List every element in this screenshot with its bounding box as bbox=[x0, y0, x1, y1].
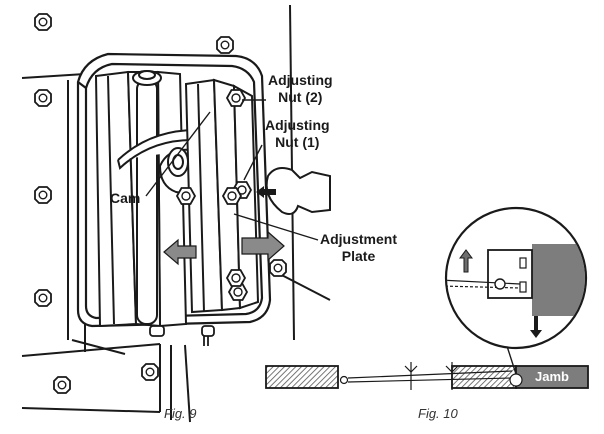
label-adjusting-nut-2-line2: Nut (2) bbox=[278, 89, 323, 105]
label-cam: Cam bbox=[110, 190, 141, 206]
label-adjusting-nut-1: Adjusting Nut (1) bbox=[265, 117, 330, 151]
arrow-down-icon bbox=[530, 316, 542, 338]
magnifier-callout bbox=[444, 206, 588, 375]
bolt-icon bbox=[34, 13, 52, 31]
gray-arrow-left-icon bbox=[163, 238, 197, 266]
bolt-icon bbox=[53, 376, 71, 394]
bolt-icon bbox=[141, 363, 159, 381]
fig10-drawing bbox=[265, 206, 589, 390]
bolt-icon bbox=[34, 89, 52, 107]
label-adjusting-nut-2-line1: Adjusting bbox=[268, 72, 333, 88]
label-adjustment-plate-line1: Adjustment bbox=[320, 231, 397, 247]
black-arrow-icon bbox=[256, 186, 276, 198]
label-adjusting-nut-1-line2: Nut (1) bbox=[275, 134, 320, 150]
nut-icon bbox=[226, 269, 246, 287]
nut-icon bbox=[176, 187, 196, 205]
bolt-icon bbox=[269, 259, 287, 277]
nut-icon bbox=[222, 187, 242, 205]
leader-lines bbox=[145, 99, 319, 241]
bolt-icon bbox=[216, 36, 234, 54]
bolt-icon bbox=[34, 289, 52, 307]
label-jamb: Jamb bbox=[535, 369, 569, 384]
arrow-up-icon bbox=[459, 249, 473, 273]
label-adjustment-plate: Adjustment Plate bbox=[320, 231, 397, 265]
label-adjusting-nut-2: Adjusting Nut (2) bbox=[268, 72, 333, 106]
door-line bbox=[339, 362, 523, 390]
label-adjusting-nut-1-line1: Adjusting bbox=[265, 117, 330, 133]
bolt-icon bbox=[34, 186, 52, 204]
wrench-icon bbox=[265, 167, 331, 215]
caption-fig-10: Fig. 10 bbox=[418, 406, 458, 421]
gray-arrow-right-icon bbox=[241, 230, 285, 262]
label-adjustment-plate-line2: Plate bbox=[341, 248, 376, 264]
caption-fig-9: Fig. 9 bbox=[164, 406, 197, 421]
bottom-pins bbox=[149, 325, 215, 346]
hatched-walls bbox=[265, 365, 517, 389]
fig9-drawing bbox=[21, 4, 331, 423]
adjusting-nut-2-icon bbox=[226, 89, 246, 107]
